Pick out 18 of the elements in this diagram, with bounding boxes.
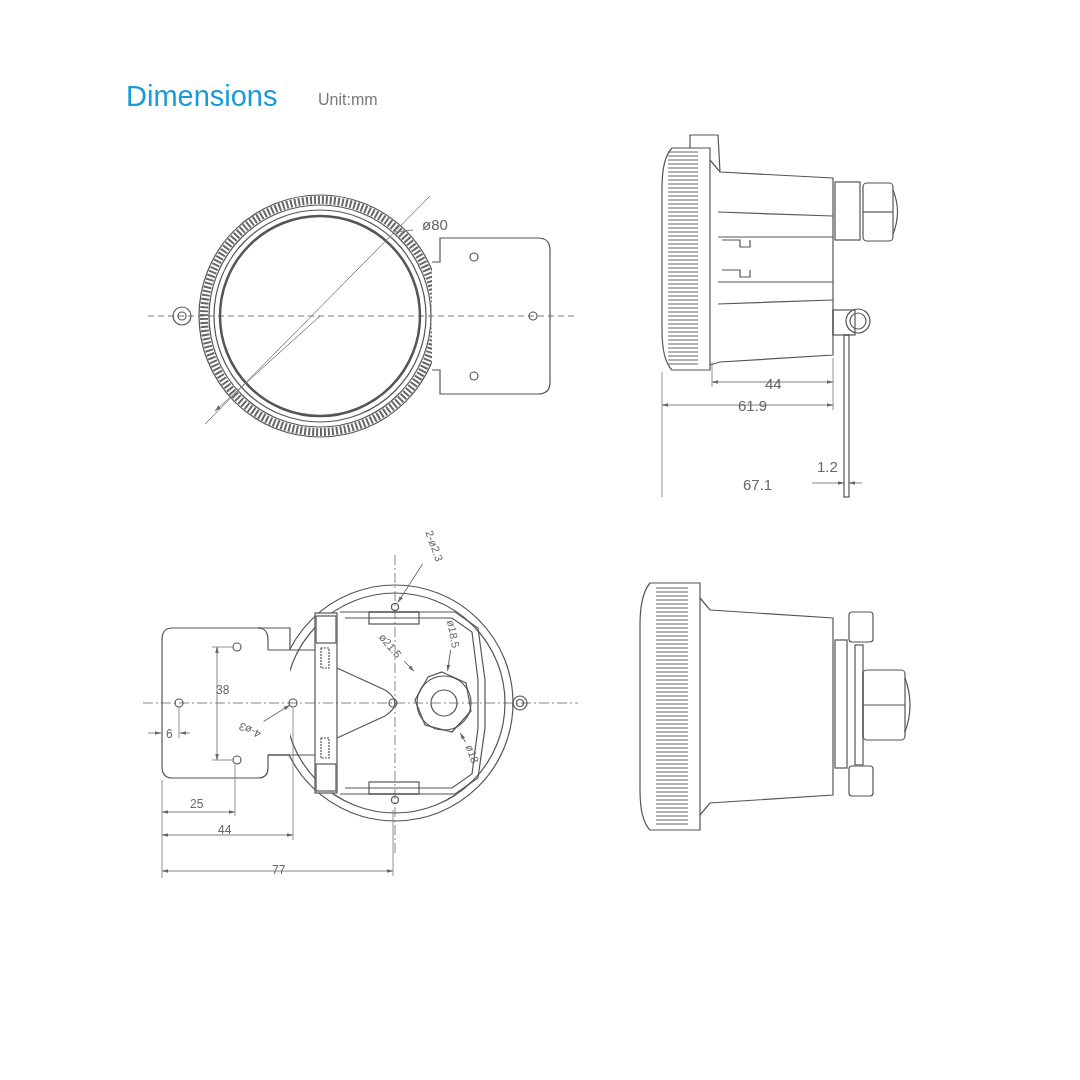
dimension-value: 6 (166, 728, 173, 740)
dimension-value: 44 (218, 824, 232, 836)
heading: Dimensions (126, 82, 278, 111)
dimension-value: 38 (216, 684, 230, 696)
dimension-value: 2-ø2.3 (423, 529, 445, 563)
dimension-value: ø80 (422, 217, 448, 232)
dimension-value: 1.2 (817, 459, 838, 474)
dimension-value: 44 (765, 376, 782, 391)
cable-gland-nut (414, 671, 472, 733)
dimension-value: ø18 (463, 743, 481, 765)
dimension-value: 4-ø3 (237, 720, 263, 740)
unit-note: Unit:mm (318, 92, 378, 108)
dimension-value: 61.9 (738, 398, 768, 413)
dimension-value: 77 (272, 864, 286, 876)
mounting-hole (390, 602, 400, 612)
dimension-value: ø18.5 (445, 619, 461, 649)
dimension-value: 67.1 (743, 477, 773, 492)
dimension-value: 25 (190, 798, 204, 810)
